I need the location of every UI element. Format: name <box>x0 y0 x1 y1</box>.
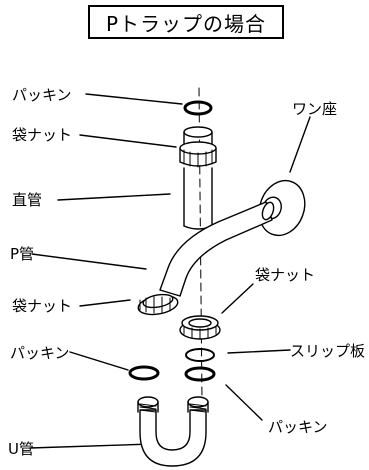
leader-flange <box>289 116 311 173</box>
leader-cap-nut-left <box>79 299 131 307</box>
cap-nut-right <box>179 315 221 340</box>
packing-left-ring <box>128 365 160 381</box>
label-flange: ワン座 <box>292 100 338 118</box>
leader-packing-top <box>85 93 183 105</box>
cap-nut-top <box>179 126 217 168</box>
label-u-pipe: U管 <box>8 440 34 458</box>
label-cap-nut-right: 袋ナット <box>255 266 316 284</box>
packing-top-ring <box>183 100 213 116</box>
label-packing-right: パッキン <box>268 418 328 436</box>
straight-pipe <box>183 167 213 230</box>
page-title: Pトラップの場合 <box>105 11 267 36</box>
u-pipe <box>137 396 209 467</box>
label-cap-nut-top: 袋ナット <box>12 126 73 144</box>
p-pipe <box>159 201 275 297</box>
label-straight-pipe: 直管 <box>12 191 43 209</box>
flange <box>258 179 306 237</box>
leader-cap-nut-right <box>221 283 254 314</box>
slip-plate <box>185 348 215 362</box>
leader-packing-right <box>225 384 263 421</box>
leader-packing-left <box>69 351 129 371</box>
label-packing-top: パッキン <box>12 86 72 104</box>
leader-u-pipe <box>29 443 153 449</box>
label-cap-nut-left: 袋ナット <box>12 297 73 315</box>
cap-nut-left <box>137 293 179 316</box>
leader-slip-plate <box>227 349 291 354</box>
label-p-pipe: P管 <box>10 245 35 263</box>
leader-cap-nut-top <box>79 134 177 148</box>
title-box: Pトラップの場合 <box>88 5 284 39</box>
label-packing-left: パッキン <box>10 344 70 362</box>
label-slip-plate: スリップ板 <box>290 342 366 360</box>
leader-p-pipe <box>31 253 147 270</box>
packing-right-ring <box>184 366 216 382</box>
leader-straight-pipe <box>57 193 171 201</box>
